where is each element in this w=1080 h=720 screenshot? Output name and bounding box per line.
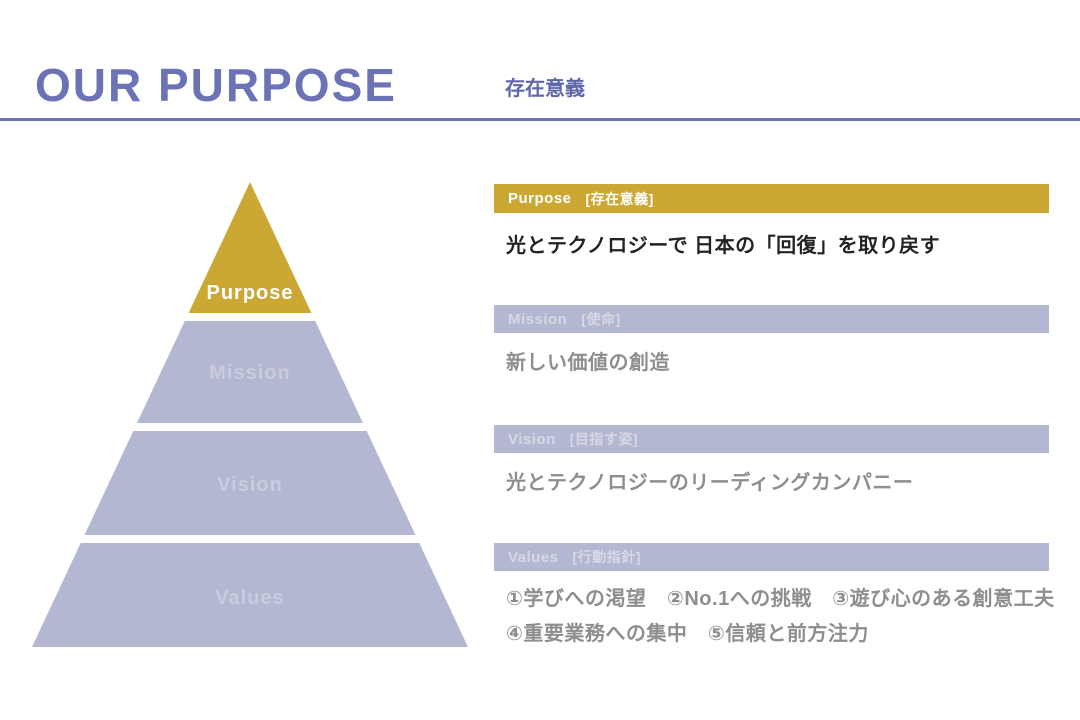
values-statement: ①学びへの渇望 ②No.1への挑戦 ③遊び心のある創意工夫 ④重要業務への集中 … (506, 582, 1066, 652)
values-statement-line2: ④重要業務への集中 ⑤信頼と前方注力 (506, 623, 869, 645)
pyramid-tier-purpose (188, 182, 312, 313)
pyramid-label-vision: Vision (217, 474, 283, 496)
pyramid-label-purpose: Purpose (206, 282, 293, 304)
values-header-label-en: Values (508, 548, 559, 566)
vision-header-bar: Vision [目指す姿] (494, 425, 1049, 453)
purpose-statement: 光とテクノロジーで 日本の「回復」を取り戻す (506, 235, 941, 257)
pyramid-diagram: Purpose Mission Vision Values (32, 182, 468, 647)
values-statement-line1: ①学びへの渇望 ②No.1への挑戦 ③遊び心のある創意工夫 (506, 588, 1055, 610)
pyramid-label-mission: Mission (209, 362, 290, 384)
values-header-label-ja: [行動指針] (572, 549, 641, 565)
vision-header-label-en: Vision (508, 430, 556, 448)
header-divider-line (0, 118, 1080, 121)
values-header-bar: Values [行動指針] (494, 543, 1049, 571)
pyramid-tier-values (32, 543, 468, 647)
mission-statement: 新しい価値の創造 (506, 352, 670, 374)
mission-header-label-ja: [使命] (581, 311, 621, 327)
purpose-header-label-ja: [存在意義] (585, 190, 654, 207)
page-subtitle-japanese: 存在意義 (505, 78, 585, 100)
vision-header-label-ja: [目指す姿] (569, 431, 639, 447)
purpose-header-label-en: Purpose (508, 190, 572, 207)
purpose-header-bar: Purpose [存在意義] (494, 184, 1049, 213)
pyramid-tier-mission (137, 321, 363, 423)
vision-statement: 光とテクノロジーのリーディングカンパニー (506, 472, 914, 494)
page-title: OUR PURPOSE (35, 59, 397, 111)
mission-header-label-en: Mission (508, 310, 568, 328)
pyramid-tier-vision (84, 431, 416, 535)
pyramid-label-values: Values (215, 587, 284, 609)
mission-header-bar: Mission [使命] (494, 305, 1049, 333)
